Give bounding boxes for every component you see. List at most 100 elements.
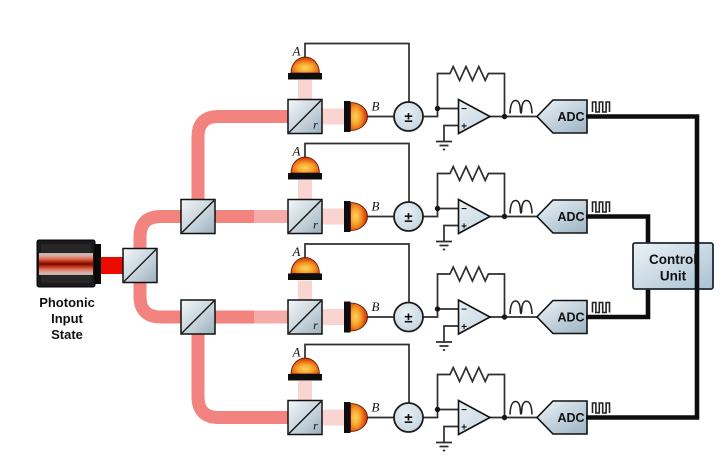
detector-b-dome <box>350 102 368 131</box>
control-unit-box <box>632 242 714 290</box>
adc-label: ADC <box>557 411 584 425</box>
beam-primary-to-upper-splitter <box>133 210 185 262</box>
splitter-ratio-label: r <box>313 419 318 433</box>
source-label-line1: Photonic <box>39 295 95 310</box>
detector-b-label: B <box>372 199 380 214</box>
beamsplitter-cube-lower <box>180 299 216 335</box>
opamp-plus-label: + <box>461 222 467 233</box>
difference-node-circle <box>393 201 424 232</box>
detector-a-dome <box>290 156 320 174</box>
opamp-minus-label: − <box>461 305 467 316</box>
source-label-line3: State <box>51 327 83 342</box>
junction-dot-input <box>434 306 441 312</box>
splitter-ratio-label: r <box>313 318 318 332</box>
feedback-resistor-icon <box>436 64 506 117</box>
beam-to-detector-b <box>322 108 346 125</box>
difference-node-label: ± <box>404 310 412 327</box>
laser-aperture <box>93 244 101 284</box>
detector-b-mount <box>344 201 351 232</box>
adc-label: ADC <box>557 210 584 224</box>
difference-output-wire <box>423 408 459 419</box>
detection-row: r A B ± − + ADC <box>287 343 611 452</box>
control-unit: Control Unit <box>632 242 714 290</box>
adc-label: ADC <box>557 311 584 325</box>
ground-icon <box>436 441 452 452</box>
beam-to-detector-a <box>298 280 312 302</box>
junction-dot-output <box>501 414 508 421</box>
detector-a-wire <box>304 142 410 202</box>
digital-pulses-icon <box>591 101 611 113</box>
ground-icon <box>436 140 452 151</box>
beam-upper-to-row1 <box>191 110 292 210</box>
detector-a-label: A <box>292 345 301 360</box>
ground-icon <box>436 341 452 351</box>
detector-b-dome <box>350 302 368 332</box>
detector-b-mount <box>344 101 351 132</box>
beamsplitter-cube-upper <box>180 198 216 235</box>
detector-b-dome <box>350 403 368 432</box>
junction-dot-output <box>501 314 508 320</box>
difference-node-circle <box>393 101 424 132</box>
optical-beam-network <box>95 110 292 424</box>
detector-a-label: A <box>292 244 301 259</box>
junction-dot-output <box>501 113 508 120</box>
digital-pulses-icon <box>591 402 611 414</box>
control-unit-label-line2: Unit <box>660 269 687 284</box>
opamp-triangle <box>457 98 492 135</box>
detector-a-wire <box>304 243 410 303</box>
detector-b-label: B <box>372 99 380 114</box>
junction-dot-output <box>501 213 508 220</box>
analog-wave-icon <box>509 99 533 114</box>
ground-wire <box>443 224 459 242</box>
opamp-plus-label: + <box>461 122 467 133</box>
detection-row: r A B ± − + ADC <box>287 42 611 151</box>
beam-to-detector-b <box>322 309 346 325</box>
detector-a-wire <box>304 42 410 102</box>
junction-dot-input <box>434 406 441 413</box>
opamp-triangle <box>457 298 492 336</box>
analog-wave-icon <box>509 199 533 214</box>
beam-to-detector-a <box>298 180 312 201</box>
junction-dot-input <box>434 205 441 212</box>
opamp-plus-label: + <box>461 322 467 333</box>
digital-pulses-icon <box>591 301 611 314</box>
opamp-minus-label: − <box>461 405 467 416</box>
feedback-resistor-icon <box>436 365 506 418</box>
detector-a-label: A <box>292 144 301 159</box>
ground-icon <box>436 240 452 251</box>
analog-wave-icon <box>509 400 533 415</box>
detection-rows: r A B ± − + ADC <box>287 42 611 452</box>
beam-lower-to-row4 <box>191 323 292 424</box>
opamp-plus-label: + <box>461 423 467 434</box>
beam-to-detector-a <box>298 381 312 402</box>
detector-b-label: B <box>372 299 380 314</box>
difference-node-label: ± <box>404 109 412 126</box>
digital-pulses-icon <box>591 201 611 213</box>
beam-to-detector-a <box>298 80 312 101</box>
detector-a-dome <box>290 257 320 274</box>
laser-gain-window <box>39 253 93 275</box>
detector-a-base <box>288 173 322 180</box>
difference-node-label: ± <box>404 209 412 226</box>
difference-output-wire <box>423 107 459 118</box>
detection-row: r A B ± − + ADC <box>287 142 611 251</box>
detection-row: r A B ± − + ADC <box>287 243 611 351</box>
junction-dot-input <box>434 105 441 112</box>
ground-wire <box>443 325 459 342</box>
beam-primary-to-lower-splitter <box>133 269 185 324</box>
detector-b-mount <box>344 402 351 433</box>
feedback-resistor-icon <box>436 264 506 317</box>
bus-wire-rows-1-4 <box>586 114 700 420</box>
difference-output-wire <box>423 207 459 218</box>
feedback-resistor-icon <box>436 164 506 217</box>
detector-b-mount <box>344 301 351 333</box>
difference-output-wire <box>423 308 459 318</box>
opamp-triangle <box>457 198 492 235</box>
detector-b-label: B <box>372 400 380 415</box>
splitter-ratio-label: r <box>313 118 318 132</box>
beam-to-detector-b <box>322 208 346 225</box>
detector-a-label: A <box>292 44 301 59</box>
detector-a-base <box>288 273 322 280</box>
